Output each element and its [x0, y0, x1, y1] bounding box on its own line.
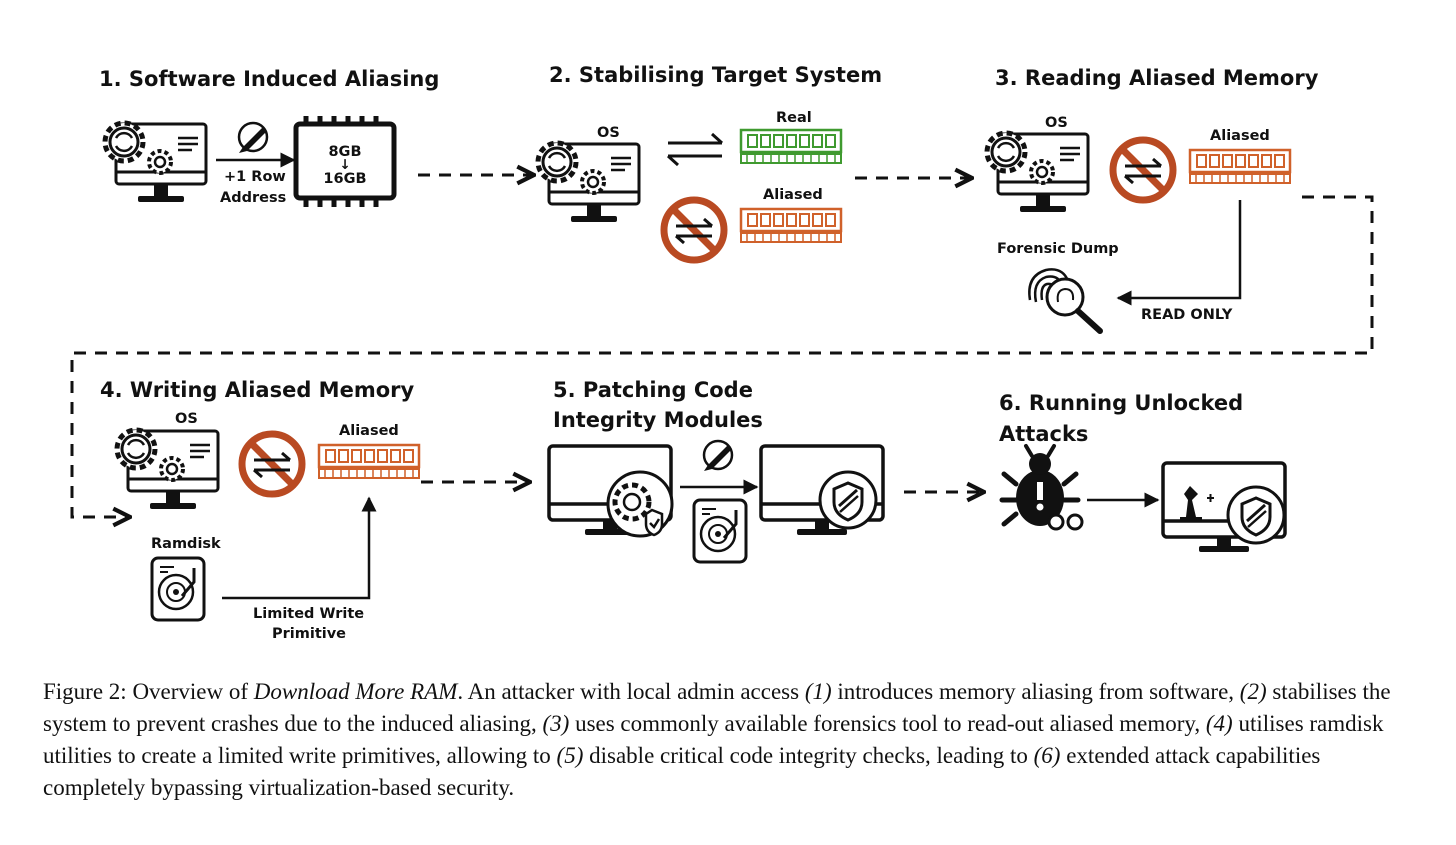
step5-title-line2: Integrity Modules — [553, 408, 763, 432]
real-ram-label: Real — [776, 110, 812, 126]
aliased-ram-label: Aliased — [339, 423, 399, 439]
step6-title-line2: Attacks — [999, 422, 1088, 446]
caption-text-6: disable critical code integrity checks, … — [583, 743, 1034, 768]
os-label: OS — [1045, 115, 1068, 131]
os-label: OS — [175, 411, 198, 427]
read-only-label: READ ONLY — [1141, 307, 1233, 323]
caption-title: Download More RAM — [253, 679, 458, 704]
swap-arrows-icon — [666, 132, 724, 167]
forbidden-swap-icon — [664, 200, 724, 260]
ram-real-icon — [739, 128, 843, 165]
ramdisk-icon — [150, 556, 206, 622]
caption-marker-6: (6) — [1033, 743, 1061, 768]
computer-icon — [117, 430, 218, 509]
caption-text-7: extended attack capabilities completely … — [43, 743, 1321, 800]
caption-marker-4: (4) — [1205, 711, 1233, 736]
chess-piece-icon — [1180, 486, 1214, 522]
chip-arrow-glyph: ↓ — [339, 157, 350, 173]
overview-diagram: 1. Software Induced Aliasing +1 Row Addr… — [70, 63, 1374, 642]
ram-aliased-icon — [317, 443, 421, 480]
computer-icon — [105, 123, 206, 202]
shield-icon — [818, 470, 878, 530]
caption-text-2: introduces memory aliasing from software… — [831, 679, 1240, 704]
row-address-label-1: +1 Row — [224, 169, 286, 185]
pen-icon — [237, 121, 269, 155]
caption-marker-2: (2) — [1239, 679, 1267, 704]
caption-marker-1: (1) — [804, 679, 832, 704]
caption-text-3: stabilises the system to prevent crashes… — [43, 679, 1391, 736]
forbidden-swap-icon — [242, 434, 302, 494]
shield-icon — [1226, 485, 1286, 545]
limited-write-label-2: Primitive — [272, 626, 346, 642]
caption-text-4: uses commonly available forensics tool t… — [569, 711, 1206, 736]
fingerprint-magnifier-icon — [1028, 268, 1103, 334]
caption-marker-5: (5) — [556, 743, 584, 768]
bug-icon — [999, 444, 1084, 531]
computer-icon — [538, 143, 639, 222]
step2-title: 2. Stabilising Target System — [549, 63, 882, 87]
step3-title: 3. Reading Aliased Memory — [995, 66, 1319, 90]
hard-drive-icon — [692, 498, 748, 564]
step1-title: 1. Software Induced Aliasing — [99, 67, 439, 91]
aliased-ram-label: Aliased — [763, 187, 823, 203]
ram-aliased-icon — [1188, 148, 1292, 185]
ramdisk-label: Ramdisk — [151, 536, 221, 552]
caption-text-1: . An attacker with local admin access — [457, 679, 805, 704]
pen-icon — [702, 439, 734, 473]
caption-lead: Figure 2: Overview of — [43, 679, 254, 704]
caption-text-5: utilises ramdisk utilities to create a l… — [43, 711, 1384, 768]
gear-check-icon — [606, 470, 674, 538]
step4-title: 4. Writing Aliased Memory — [100, 378, 414, 402]
limited-write-label-1: Limited Write — [253, 606, 364, 622]
limited-write-arrow — [222, 496, 377, 600]
step5-title-line1: 5. Patching Code — [553, 378, 753, 402]
caption-marker-3: (3) — [542, 711, 570, 736]
aliased-ram-label: Aliased — [1210, 128, 1270, 144]
chip-16gb-label: 16GB — [323, 171, 366, 187]
step6-title-line1: 6. Running Unlocked — [999, 391, 1243, 415]
chip-8gb-label: 8GB — [328, 144, 361, 160]
figure-caption: Figure 2: Overview of Download More RAM.… — [43, 676, 1413, 804]
ram-aliased-icon — [739, 207, 843, 244]
forbidden-swap-icon — [1113, 140, 1173, 200]
os-label: OS — [597, 125, 620, 141]
read-only-arrow — [1116, 200, 1242, 306]
memory-chip-icon — [293, 116, 397, 207]
row-address-label-2: Address — [220, 190, 286, 206]
forensic-dump-label: Forensic Dump — [997, 241, 1119, 257]
computer-icon — [987, 133, 1088, 212]
